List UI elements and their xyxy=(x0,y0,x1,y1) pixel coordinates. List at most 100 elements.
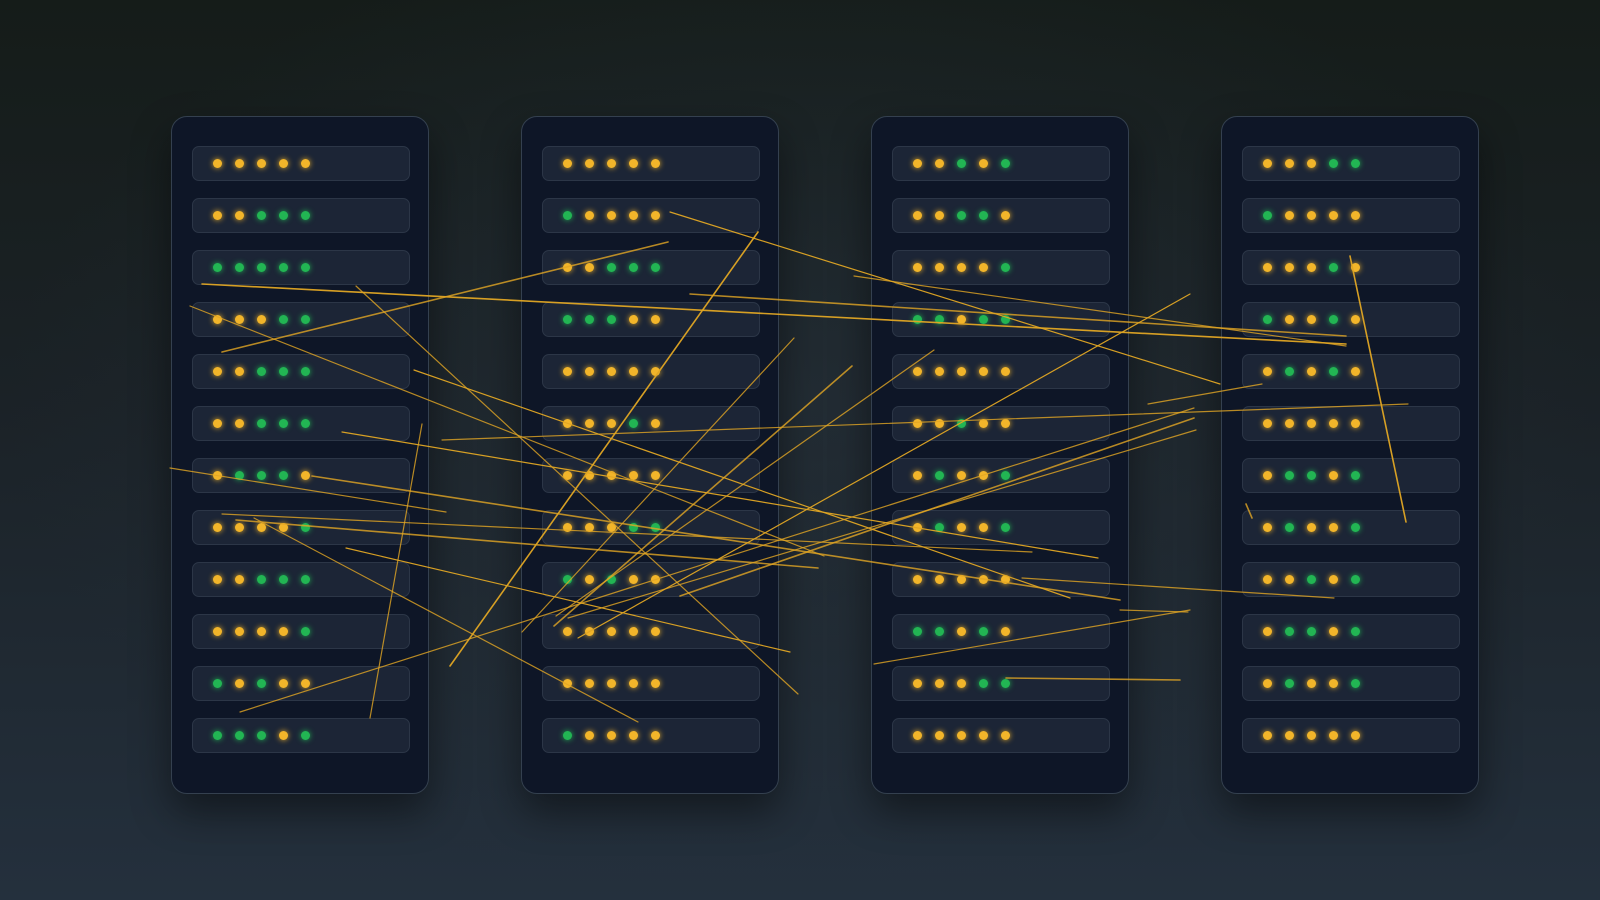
server-unit xyxy=(892,614,1110,649)
status-led-green xyxy=(1351,523,1360,532)
status-led-amber xyxy=(213,523,222,532)
status-led-green xyxy=(279,367,288,376)
status-led-amber xyxy=(1285,159,1294,168)
status-led-amber xyxy=(1307,211,1316,220)
server-unit xyxy=(192,406,410,441)
status-led-amber xyxy=(213,315,222,324)
server-unit xyxy=(542,146,760,181)
status-led-green xyxy=(1285,367,1294,376)
status-led-green xyxy=(935,315,944,324)
status-led-green xyxy=(1001,159,1010,168)
server-rack-3 xyxy=(871,116,1129,794)
status-led-green xyxy=(563,731,572,740)
cable xyxy=(1119,609,1189,613)
status-led-green xyxy=(629,523,638,532)
status-led-amber xyxy=(585,523,594,532)
status-led-amber xyxy=(979,471,988,480)
status-led-amber xyxy=(279,731,288,740)
status-led-amber xyxy=(935,731,944,740)
status-led-amber xyxy=(1263,419,1272,428)
status-led-green xyxy=(257,471,266,480)
status-led-amber xyxy=(651,575,660,584)
status-led-amber xyxy=(913,731,922,740)
status-led-amber xyxy=(607,211,616,220)
status-led-amber xyxy=(1001,627,1010,636)
status-led-amber xyxy=(935,263,944,272)
status-led-amber xyxy=(1263,523,1272,532)
status-led-amber xyxy=(1351,263,1360,272)
status-led-amber xyxy=(235,575,244,584)
status-led-amber xyxy=(1263,367,1272,376)
status-led-green xyxy=(957,159,966,168)
server-unit xyxy=(1242,198,1460,233)
status-led-green xyxy=(235,731,244,740)
status-led-green xyxy=(629,419,638,428)
status-led-amber xyxy=(1329,211,1338,220)
status-led-green xyxy=(1001,679,1010,688)
status-led-amber xyxy=(957,575,966,584)
server-unit xyxy=(892,250,1110,285)
status-led-amber xyxy=(651,731,660,740)
status-led-amber xyxy=(629,315,638,324)
status-led-amber xyxy=(651,419,660,428)
status-led-amber xyxy=(585,211,594,220)
status-led-amber xyxy=(213,211,222,220)
status-led-green xyxy=(1001,263,1010,272)
status-led-amber xyxy=(607,419,616,428)
status-led-green xyxy=(301,211,310,220)
status-led-amber xyxy=(585,419,594,428)
status-led-amber xyxy=(1329,627,1338,636)
status-led-green xyxy=(257,679,266,688)
server-unit xyxy=(542,510,760,545)
status-led-amber xyxy=(913,159,922,168)
status-led-green xyxy=(213,263,222,272)
status-led-green xyxy=(1263,211,1272,220)
status-led-amber xyxy=(585,471,594,480)
status-led-amber xyxy=(629,471,638,480)
status-led-green xyxy=(213,731,222,740)
status-led-amber xyxy=(563,263,572,272)
status-led-green xyxy=(913,627,922,636)
status-led-green xyxy=(1285,627,1294,636)
status-led-amber xyxy=(585,159,594,168)
server-unit xyxy=(1242,666,1460,701)
status-led-green xyxy=(607,315,616,324)
server-unit xyxy=(892,198,1110,233)
status-led-amber xyxy=(913,523,922,532)
status-led-amber xyxy=(585,263,594,272)
status-led-green xyxy=(279,211,288,220)
status-led-amber xyxy=(913,263,922,272)
status-led-amber xyxy=(301,159,310,168)
status-led-green xyxy=(1001,471,1010,480)
status-led-green xyxy=(301,367,310,376)
status-led-amber xyxy=(1307,679,1316,688)
status-led-green xyxy=(257,575,266,584)
server-unit xyxy=(542,458,760,493)
status-led-amber xyxy=(1285,575,1294,584)
status-led-green xyxy=(1001,523,1010,532)
status-led-amber xyxy=(279,159,288,168)
status-led-amber xyxy=(1307,159,1316,168)
status-led-amber xyxy=(651,471,660,480)
status-led-amber xyxy=(1285,315,1294,324)
status-led-amber xyxy=(1285,731,1294,740)
server-unit xyxy=(542,718,760,753)
status-led-amber xyxy=(563,471,572,480)
status-led-amber xyxy=(1263,627,1272,636)
status-led-amber xyxy=(651,679,660,688)
status-led-green xyxy=(1351,575,1360,584)
status-led-amber xyxy=(1001,367,1010,376)
server-unit xyxy=(542,302,760,337)
status-led-amber xyxy=(629,627,638,636)
server-unit xyxy=(192,198,410,233)
status-led-amber xyxy=(213,627,222,636)
status-led-amber xyxy=(1285,211,1294,220)
status-led-green xyxy=(279,419,288,428)
server-unit xyxy=(542,250,760,285)
status-led-amber xyxy=(235,419,244,428)
status-led-amber xyxy=(913,419,922,428)
status-led-amber xyxy=(913,575,922,584)
status-led-amber xyxy=(651,315,660,324)
status-led-amber xyxy=(607,367,616,376)
